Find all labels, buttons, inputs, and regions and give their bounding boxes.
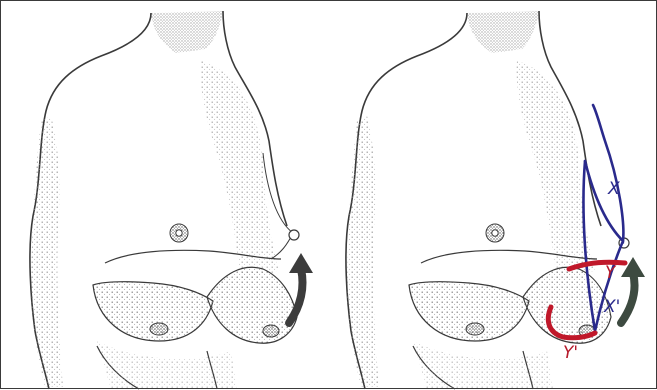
left-torso-shade — [201, 61, 279, 281]
right-lift-arrow-head — [621, 257, 645, 277]
blue-x-curve — [585, 105, 623, 241]
label-x-prime: X' — [604, 299, 620, 316]
left-lift-arrow — [289, 269, 303, 323]
label-x: X — [608, 181, 620, 198]
right-lower-shade — [413, 341, 553, 389]
left-neck-shade — [151, 11, 223, 53]
left-lower-shade — [97, 341, 237, 389]
left-lateral-areola — [289, 230, 299, 240]
left-arm-shade — [31, 116, 63, 387]
right-neck-shade — [467, 11, 539, 53]
right-torso-drawing — [346, 11, 645, 389]
left-lower-nipple-two — [263, 325, 279, 337]
right-arm-shade — [347, 116, 379, 387]
left-upper-areola-nipple — [176, 230, 182, 236]
right-lift-arrow — [621, 273, 635, 323]
right-breast-two — [523, 267, 611, 343]
label-y: Y — [605, 265, 615, 282]
right-upper-areola-nipple — [492, 230, 498, 236]
left-breast-two — [207, 267, 297, 343]
left-lift-arrow-head — [289, 253, 313, 273]
right-lower-nipple-one — [466, 323, 484, 335]
label-y-prime: Y' — [563, 345, 578, 362]
left-torso-drawing — [30, 11, 313, 389]
left-lower-nipple-one — [150, 323, 168, 335]
